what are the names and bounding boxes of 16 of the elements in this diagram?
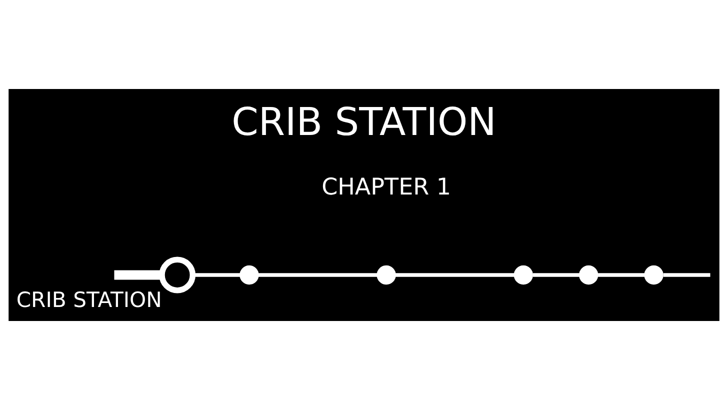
node-circle <box>376 265 396 285</box>
connector <box>395 273 514 277</box>
node-circle <box>514 265 533 285</box>
connector <box>598 273 646 277</box>
node-label: CRIB STATION <box>16 287 162 312</box>
connector <box>532 273 580 277</box>
connector <box>193 273 240 277</box>
connector <box>258 273 378 277</box>
connector <box>114 270 162 280</box>
node-circle <box>644 265 664 285</box>
connector <box>663 273 710 277</box>
node-circle <box>159 256 196 294</box>
node-circle <box>240 265 259 285</box>
node-circle <box>579 265 598 285</box>
diagram-title: CRIB STATION <box>232 100 496 146</box>
label: CHAPTER 1 <box>322 174 452 201</box>
